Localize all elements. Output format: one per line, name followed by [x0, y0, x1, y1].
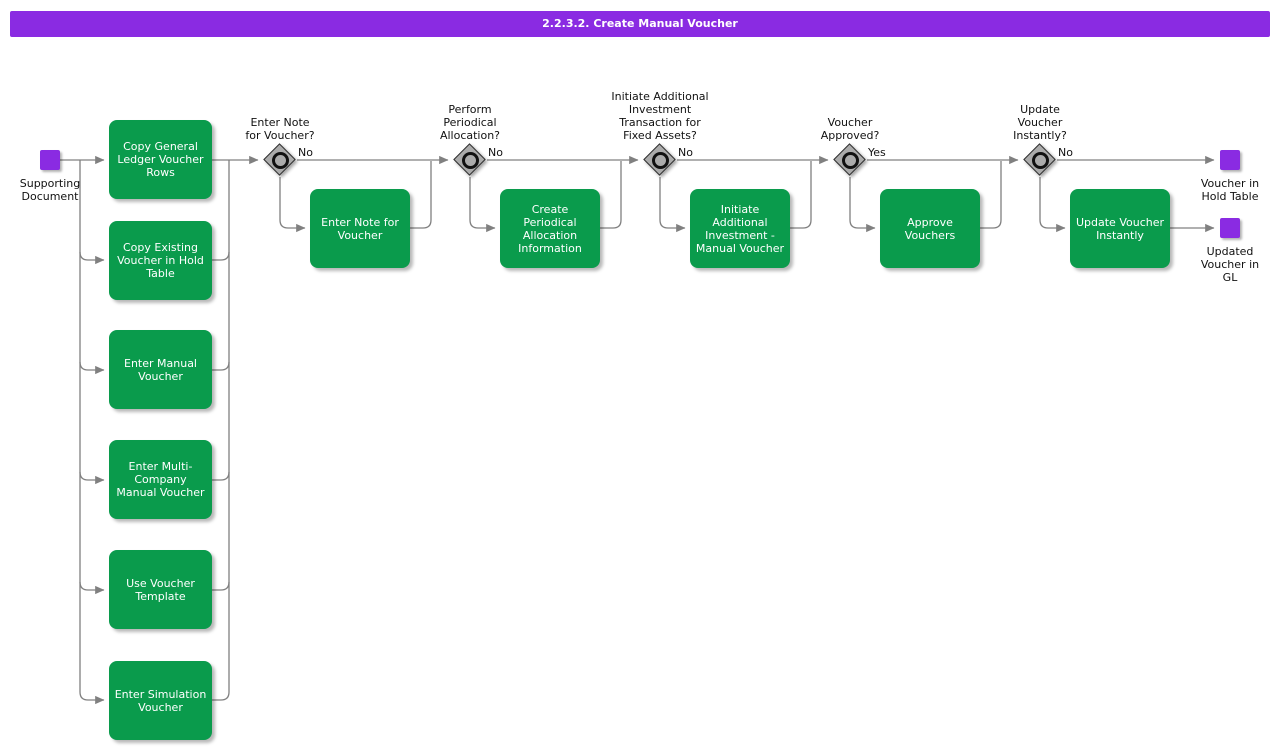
activity-update-voucher-instantly[interactable]: Update Voucher Instantly: [1070, 189, 1170, 268]
decision-diamond-additional-investment-icon: [643, 143, 677, 177]
diamond-ring-icon: [271, 151, 289, 169]
page-title: 2.2.3.2. Create Manual Voucher: [10, 11, 1270, 37]
activity-copy-general-ledger-voucher-rows[interactable]: Copy General Ledger Voucher Rows: [109, 120, 212, 199]
decision-question-enter-note: Enter Note for Voucher?: [245, 116, 315, 142]
connector-lines: [60, 155, 1215, 705]
activity-copy-existing-voucher-in-hold-table[interactable]: Copy Existing Voucher in Hold Table: [109, 221, 212, 300]
branch-label-2: No: [488, 146, 503, 159]
decision-question-update-voucher-instantly: Update Voucher Instantly?: [1013, 103, 1067, 142]
decision-question-initiate-additional-investment: Initiate Additional Investment Transacti…: [611, 90, 709, 142]
decision-diamond-update-voucher-icon: [1023, 143, 1057, 177]
branch-label-1: No: [298, 146, 313, 159]
decision-diamond-voucher-approved-icon: [833, 143, 867, 177]
decision-diamond-enter-note-icon: [263, 143, 297, 177]
decision-diamond-periodical-allocation-icon: [453, 143, 487, 177]
branch-label-5: No: [1058, 146, 1073, 159]
activity-use-voucher-template[interactable]: Use Voucher Template: [109, 550, 212, 629]
end-event-voucher-in-hold-table-label: Voucher in Hold Table: [1200, 177, 1260, 203]
start-event-label: Supporting Document: [19, 177, 81, 203]
decision-question-perform-periodical-allocation: Perform Periodical Allocation?: [439, 103, 501, 142]
branch-label-4: Yes: [868, 146, 886, 159]
start-event-icon: [40, 150, 60, 170]
branch-label-3: No: [678, 146, 693, 159]
end-event-voucher-in-hold-table-icon: [1220, 150, 1240, 170]
activity-enter-note-for-voucher[interactable]: Enter Note for Voucher: [310, 189, 410, 268]
activity-enter-manual-voucher[interactable]: Enter Manual Voucher: [109, 330, 212, 409]
activity-enter-simulation-voucher[interactable]: Enter Simulation Voucher: [109, 661, 212, 740]
activity-create-periodical-allocation-information[interactable]: Create Periodical Allocation Information: [500, 189, 600, 268]
diamond-ring-icon: [461, 151, 479, 169]
diamond-ring-icon: [651, 151, 669, 169]
activity-approve-vouchers[interactable]: Approve Vouchers: [880, 189, 980, 268]
end-event-updated-voucher-in-gl-label: Updated Voucher in GL: [1200, 245, 1260, 284]
activity-initiate-additional-investment-manual-voucher[interactable]: Initiate Additional Investment - Manual …: [690, 189, 790, 268]
diamond-ring-icon: [1031, 151, 1049, 169]
diamond-ring-icon: [841, 151, 859, 169]
end-event-updated-voucher-in-gl-icon: [1220, 218, 1240, 238]
activity-enter-multi-company-manual-voucher[interactable]: Enter Multi-Company Manual Voucher: [109, 440, 212, 519]
decision-question-voucher-approved: Voucher Approved?: [820, 116, 880, 142]
